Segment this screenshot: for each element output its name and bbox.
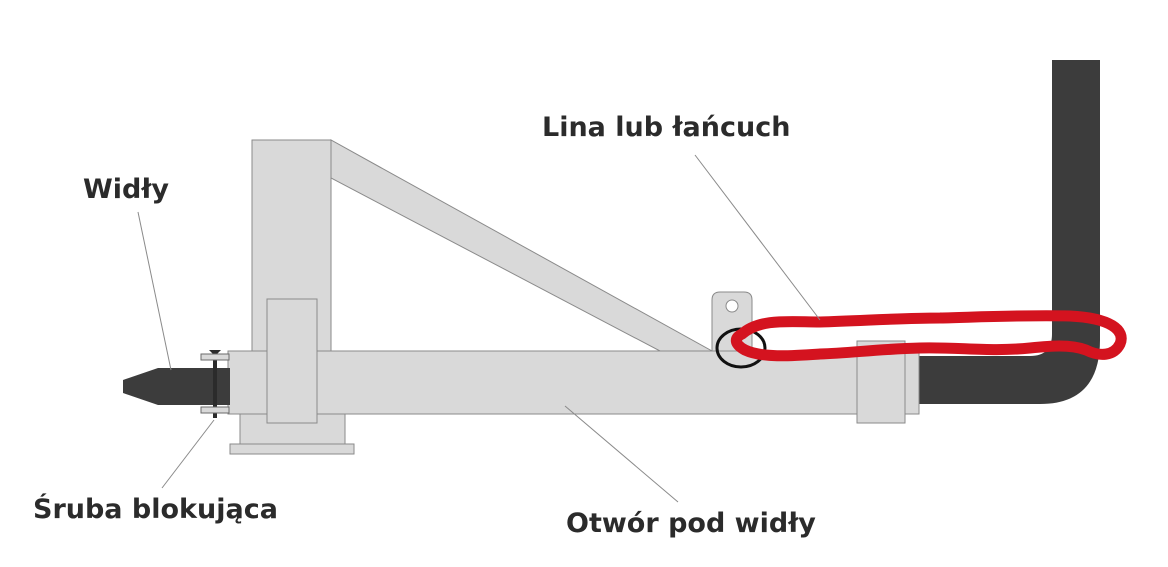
- label-forks: Widły: [83, 174, 169, 205]
- bolt-nut-bottom: [200, 406, 230, 414]
- leader-forks: [137, 211, 172, 371]
- base-plate: [229, 443, 355, 455]
- bolt-nut-top: [200, 353, 230, 361]
- diagonal-brace: [330, 139, 714, 352]
- leader-fork-hole: [564, 405, 679, 503]
- fork-pocket: [856, 340, 906, 424]
- main-beam: [227, 350, 919, 415]
- rope-loop: [730, 310, 1127, 362]
- label-rope-or-chain: Lina lub łańcuch: [542, 112, 791, 143]
- leader-bolt: [161, 419, 215, 489]
- bolt-head: [209, 350, 221, 356]
- fork-tine: [158, 368, 230, 405]
- fork-tip: [123, 368, 158, 405]
- label-locking-bolt: Śruba blokująca: [33, 494, 278, 525]
- lug-hole: [725, 299, 739, 313]
- fork-pocket-lip: [904, 350, 920, 415]
- front-sleeve: [266, 298, 318, 424]
- bolt-shaft: [213, 354, 217, 418]
- leader-rope: [694, 154, 821, 321]
- label-fork-hole: Otwór pod widły: [566, 508, 816, 539]
